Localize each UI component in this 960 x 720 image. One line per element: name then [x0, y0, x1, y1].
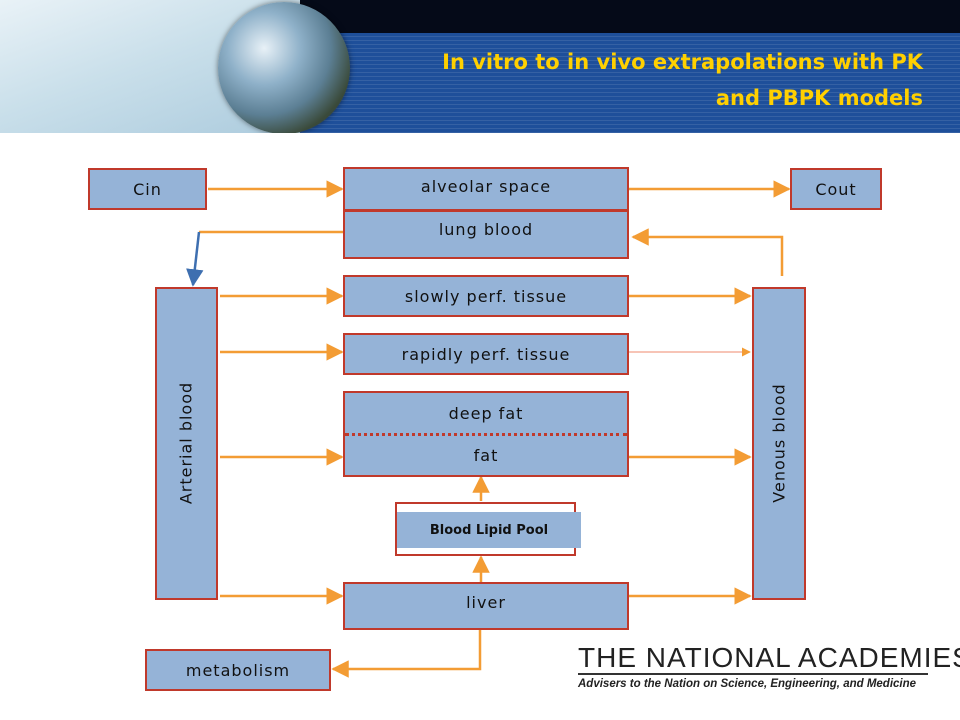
logo-divider	[578, 673, 928, 675]
arrow-lung-to-arterial	[186, 231, 204, 287]
banner-stripes	[300, 33, 960, 133]
cin-label: Cin	[133, 179, 162, 199]
lung-blood-label: lung blood	[438, 220, 534, 239]
cin-box: Cin	[88, 168, 207, 210]
arrow-liver-to-metabolism	[331, 630, 482, 678]
national-academies-logo-title: THE NATIONAL ACADEMIES	[578, 642, 960, 673]
fat-divider	[345, 433, 627, 436]
alveolar-space-label: alveolar space	[420, 177, 552, 196]
banner-dark-strip	[300, 0, 960, 33]
venous-blood-label: Venous blood	[769, 383, 789, 503]
arrow-venous-to-lung	[631, 228, 784, 276]
blood-lipid-pool-label: Blood Lipid Pool	[429, 522, 549, 538]
slowly-perf-tissue-box: slowly perf. tissue	[343, 275, 629, 317]
slide-title-line-1: In vitro to in vivo extrapolations with …	[442, 50, 923, 74]
lung-divider	[345, 209, 627, 212]
lung-block	[343, 167, 629, 259]
metabolism-label: metabolism	[185, 660, 291, 680]
header-banner: In vitro to in vivo extrapolations with …	[0, 0, 960, 133]
rapidly-perf-tissue-box: rapidly perf. tissue	[343, 333, 629, 375]
arterial-blood-box	[155, 287, 218, 600]
rapidly-perf-tissue-label: rapidly perf. tissue	[401, 344, 571, 364]
liver-box: liver	[343, 582, 629, 630]
slide-title-line-2: and PBPK models	[715, 86, 923, 110]
metabolism-box: metabolism	[145, 649, 331, 691]
arterial-blood-label: Arterial blood	[176, 381, 196, 505]
liver-label: liver	[466, 593, 506, 612]
venous-blood-box	[752, 287, 806, 600]
fat-label: fat	[473, 446, 499, 465]
slowly-perf-tissue-label: slowly perf. tissue	[404, 286, 568, 306]
cout-label: Cout	[815, 179, 857, 199]
globe-image	[218, 2, 350, 133]
national-academies-logo-subtitle: Advisers to the Nation on Science, Engin…	[578, 678, 917, 690]
cout-box: Cout	[790, 168, 882, 210]
slide-title: In vitro to in vivo extrapolations with …	[360, 44, 923, 116]
blood-lipid-pool-box: Blood Lipid Pool	[397, 512, 581, 548]
deep-fat-label: deep fat	[448, 404, 524, 423]
